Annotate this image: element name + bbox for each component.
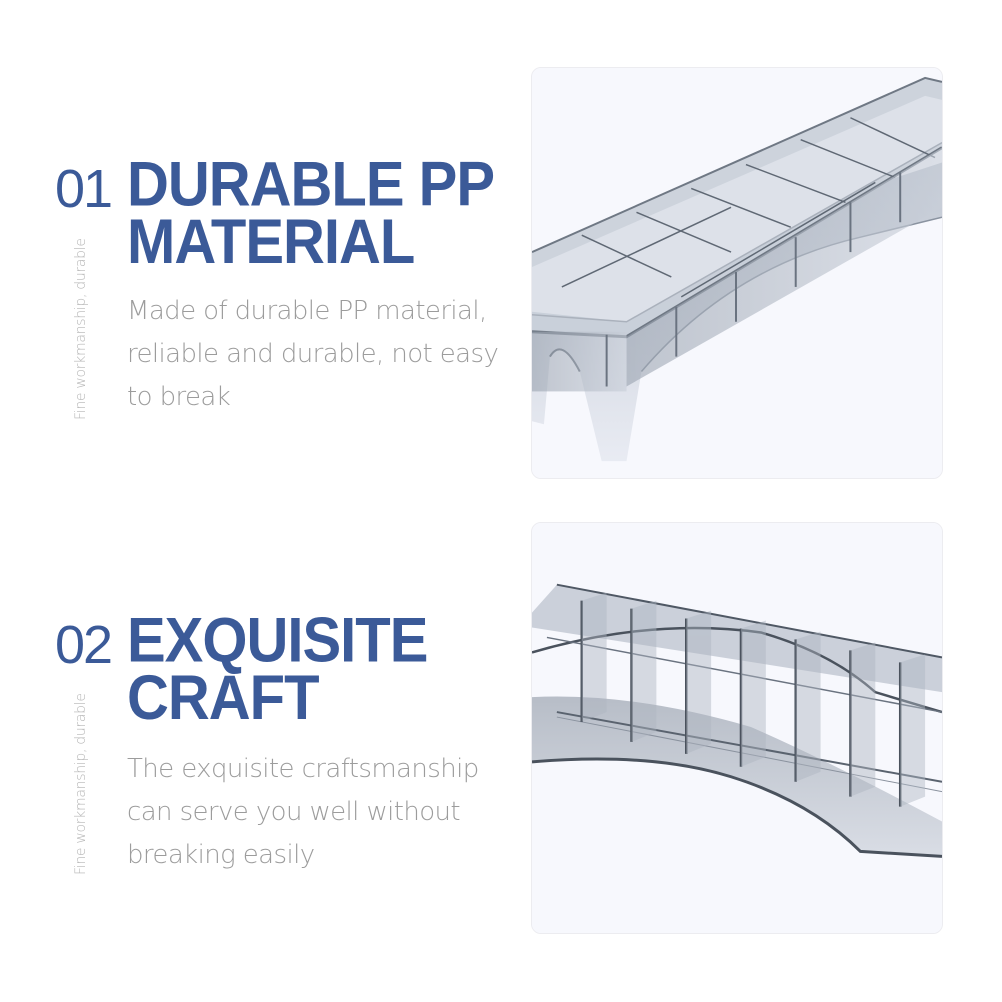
feature-heading: DURABLE PP MATERIAL <box>127 149 495 277</box>
feature-heading-line: MATERIAL <box>127 206 415 277</box>
feature-description: The exquisite craftsmanship can serve yo… <box>127 748 507 877</box>
feature-number: 02 <box>55 615 113 675</box>
product-photo <box>532 68 942 478</box>
feature-heading-line: EXQUISITE <box>127 605 428 676</box>
feature-heading-line: DURABLE PP <box>127 149 495 220</box>
description-line: can serve you well without <box>127 797 461 827</box>
side-caption: Fine workmanship, durable <box>73 693 89 875</box>
feature-section-1: 01 DURABLE PP MATERIAL Fine workmanship,… <box>0 0 1002 500</box>
description-line: The exquisite craftsmanship <box>127 754 479 784</box>
feature-number: 01 <box>55 159 113 219</box>
product-photo <box>532 523 942 933</box>
product-image-card <box>531 522 943 934</box>
feature-heading: EXQUISITE CRAFT <box>127 605 428 733</box>
description-line: to break <box>127 382 231 412</box>
feature-heading-line: CRAFT <box>127 662 320 733</box>
description-line: breaking easily <box>127 840 315 870</box>
description-line: reliable and durable, not easy <box>127 339 499 369</box>
product-image-card <box>531 67 943 479</box>
description-line: Made of durable PP material, <box>127 296 487 326</box>
feature-description: Made of durable PP material, reliable an… <box>127 290 507 419</box>
